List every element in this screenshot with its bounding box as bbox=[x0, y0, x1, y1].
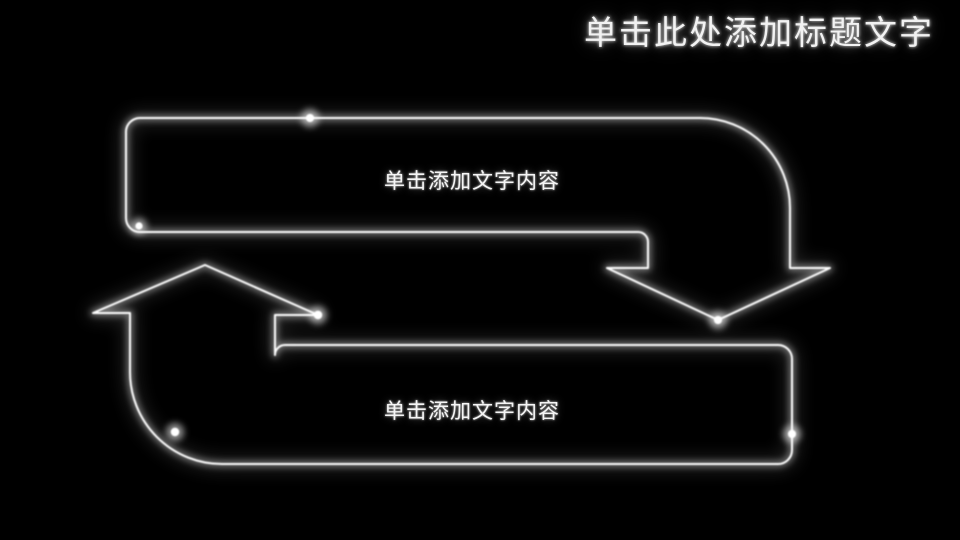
bottom-arrow-text-placeholder[interactable]: 单击添加文字内容 bbox=[384, 400, 560, 423]
top-arrow-shape bbox=[125, 117, 831, 321]
glow-dots bbox=[131, 109, 801, 443]
top-arrow-text-placeholder[interactable]: 单击添加文字内容 bbox=[384, 170, 560, 193]
bottom-arrow-shape bbox=[92, 264, 793, 465]
page-title: 单击此处添加标题文字 bbox=[584, 16, 934, 52]
